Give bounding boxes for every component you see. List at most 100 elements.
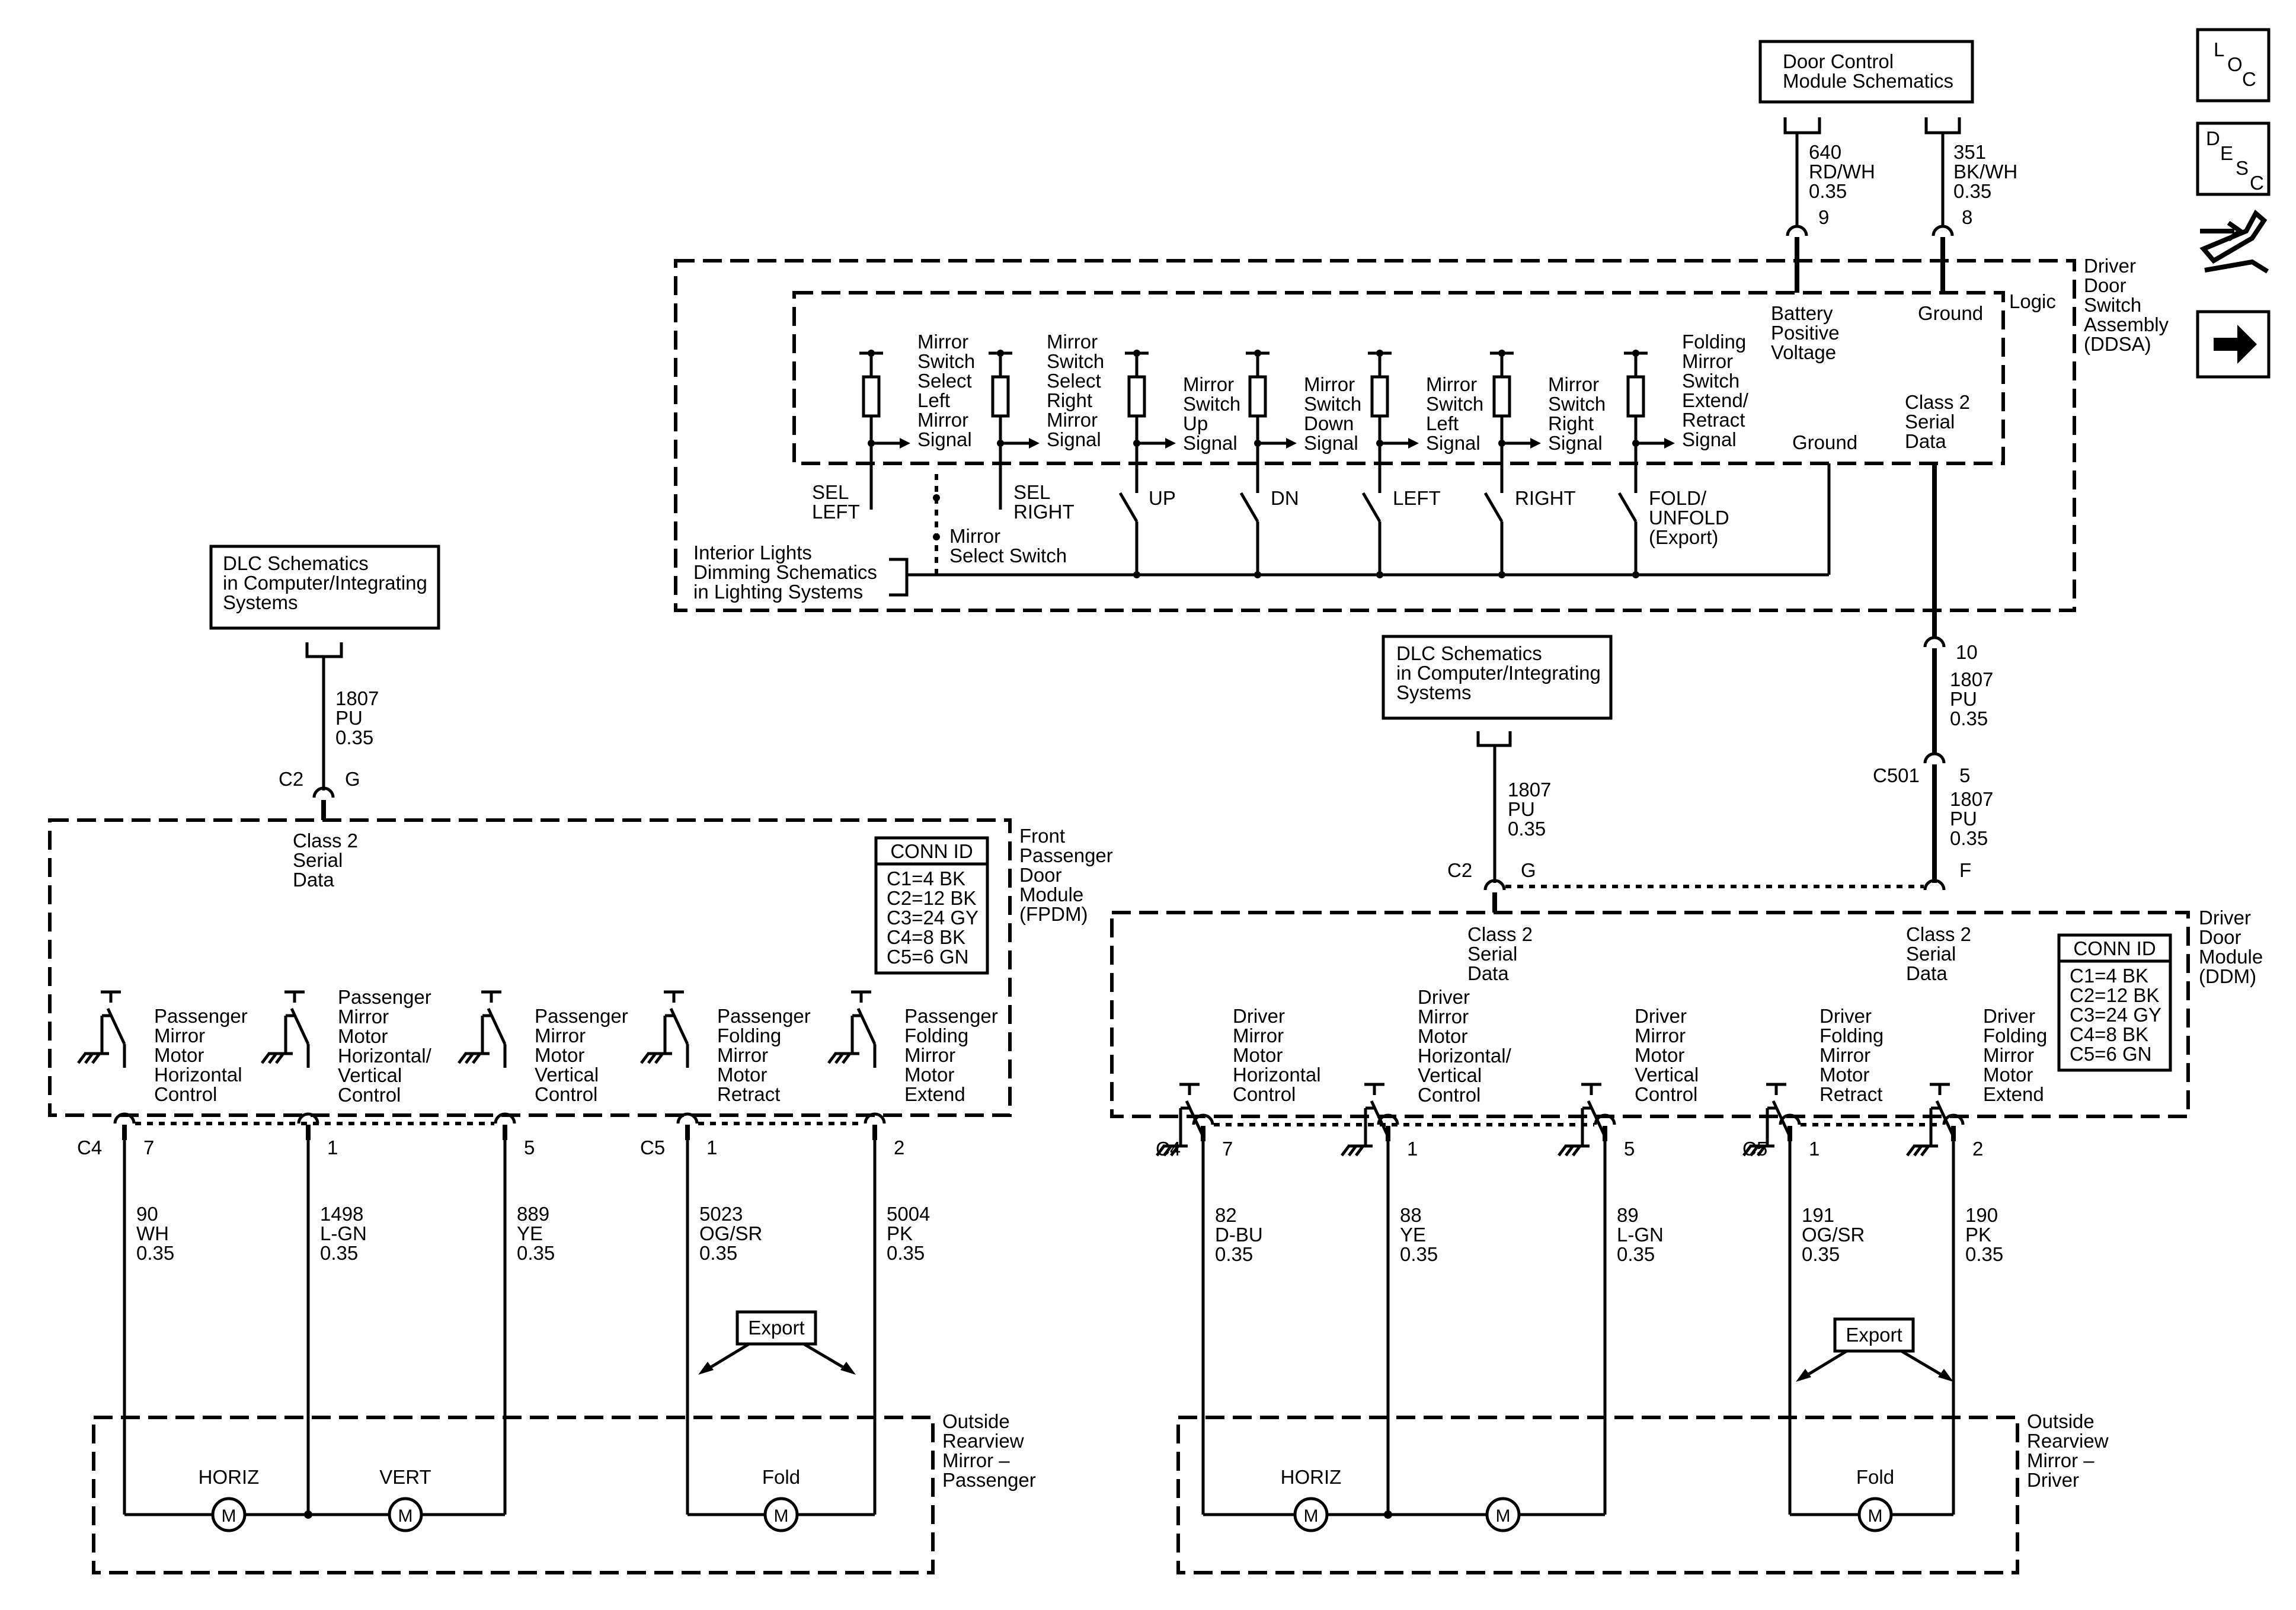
control-label: Vertical: [1418, 1064, 1482, 1086]
motor-label: Fold: [762, 1466, 800, 1488]
loc-button[interactable]: LOC: [2196, 28, 2271, 103]
motor-symbol: M: [1304, 1506, 1319, 1526]
mirror-title: Mirror –: [2027, 1449, 2094, 1471]
switch-label: RIGHT: [1013, 501, 1075, 523]
next-arrow-icon[interactable]: [2196, 310, 2271, 379]
wire-label: 5004: [887, 1203, 930, 1225]
control-label: Control: [154, 1083, 217, 1105]
pin-label: 7: [143, 1137, 154, 1158]
wire-label: 0.35: [1215, 1243, 1253, 1265]
repair-tools-icon[interactable]: [2199, 209, 2269, 274]
control-label: Control: [1418, 1084, 1480, 1106]
signal-label: Signal: [1183, 432, 1237, 454]
reference-text: Door Control: [1783, 50, 1894, 72]
class2-label: Class 2: [1467, 923, 1533, 945]
pin-label: 2: [894, 1137, 904, 1158]
wire-label: OG/SR: [1802, 1224, 1865, 1246]
mirror-title: Passenger: [942, 1469, 1036, 1491]
control-label: Passenger: [154, 1005, 248, 1027]
control-label: Mirror: [717, 1044, 768, 1066]
module-title: Door: [2084, 274, 2126, 296]
signal-label: Switch: [1047, 350, 1104, 372]
loc-letter: O: [2227, 53, 2243, 75]
pin-label: 8: [1962, 206, 1972, 228]
signal-label: Class 2: [1905, 391, 1970, 413]
control-label: Vertical: [1635, 1064, 1699, 1086]
pin-label: 7: [1222, 1138, 1233, 1160]
control-label: Motor: [1418, 1025, 1467, 1047]
wire-label: 0.35: [1508, 818, 1546, 840]
connector-label: C501: [1873, 764, 1920, 786]
control-label: Driver: [1418, 986, 1470, 1008]
reference-text: Interior Lights: [693, 542, 812, 564]
pin-label: 1: [706, 1137, 717, 1158]
desc-letter: D: [2206, 127, 2220, 149]
connector-label: C5: [640, 1137, 665, 1158]
signal-label: Down: [1304, 412, 1354, 434]
control-label: Mirror: [1983, 1044, 2034, 1066]
signal-label: Switch: [1304, 393, 1361, 415]
motor-label: Fold: [1856, 1466, 1894, 1488]
wire-label: YE: [517, 1222, 543, 1244]
signal-label: Signal: [1682, 428, 1737, 450]
wire-label: 88: [1400, 1204, 1422, 1226]
module-title: Module: [1019, 884, 1083, 905]
wire-label: 0.35: [1950, 827, 1988, 849]
pin-label: 5: [1624, 1138, 1635, 1160]
mirror-title: Outside: [942, 1410, 1010, 1432]
control-label: Mirror: [338, 1006, 389, 1028]
wire-label: YE: [1400, 1224, 1426, 1246]
class2-label: Serial: [293, 849, 343, 871]
reference-text: Dimming Schematics: [693, 561, 877, 583]
connector-label: C2: [279, 768, 303, 790]
switch-label: SEL: [812, 481, 849, 503]
signal-label: Right: [1548, 412, 1594, 434]
wire-label: D-BU: [1215, 1224, 1263, 1246]
motor-label: VERT: [379, 1466, 431, 1488]
control-label: Motor: [535, 1044, 584, 1066]
switch-label: RIGHT: [1515, 487, 1576, 509]
control-label: Vertical: [535, 1064, 599, 1086]
reference-text: in Computer/Integrating: [223, 572, 427, 594]
signal-label: Switch: [917, 350, 975, 372]
module-title: (DDM): [2199, 965, 2256, 987]
wire-label: PU: [335, 707, 363, 729]
wire-label: 351: [1953, 141, 1986, 163]
motor-symbol: M: [222, 1506, 236, 1526]
control-label: Motor: [1635, 1044, 1684, 1066]
control-label: Control: [535, 1083, 597, 1105]
switch-label: UNFOLD: [1649, 507, 1729, 529]
conn-id-row: C4=8 BK: [2070, 1023, 2148, 1045]
control-label: Mirror: [535, 1025, 586, 1046]
conn-id-row: C2=12 BK: [2070, 984, 2159, 1006]
signal-label: Voltage: [1771, 341, 1836, 363]
control-label: Passenger: [535, 1005, 628, 1027]
reference-text: DLC Schematics: [1396, 642, 1542, 664]
wire-label: 0.35: [1965, 1243, 2003, 1265]
signal-label: Mirror: [1548, 373, 1599, 395]
switch-label: LEFT: [812, 501, 860, 523]
pin-label: 1: [1407, 1138, 1418, 1160]
signal-label: Right: [1047, 389, 1092, 411]
wire-label: 0.35: [1802, 1243, 1840, 1265]
control-label: Mirror: [904, 1044, 955, 1066]
wire-label: WH: [136, 1222, 169, 1244]
control-label: Retract: [1819, 1083, 1882, 1105]
control-label: Driver: [1819, 1005, 1872, 1027]
wire-label: 89: [1617, 1204, 1639, 1226]
pin-label: 2: [1972, 1138, 1983, 1160]
signal-label: Left: [917, 389, 950, 411]
control-label: Vertical: [338, 1064, 402, 1086]
